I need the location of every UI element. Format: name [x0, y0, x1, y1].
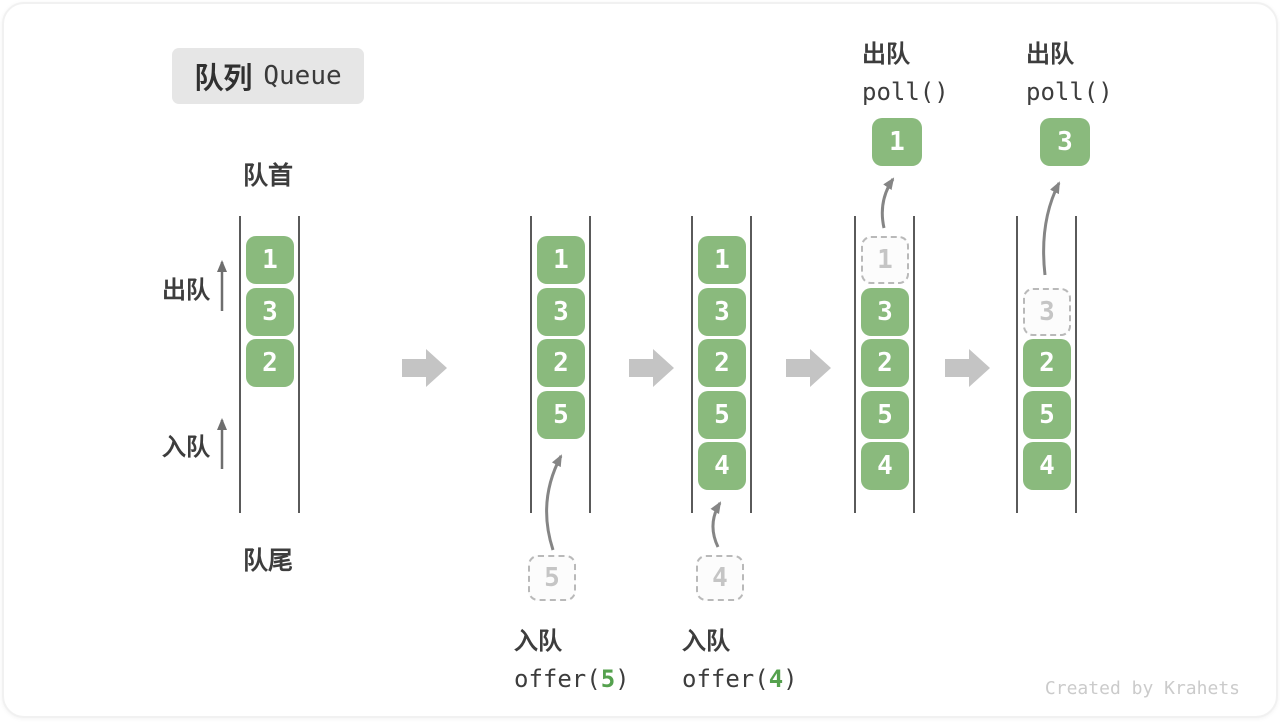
code-pre: offer( [682, 665, 769, 693]
queue-cell: 4 [1023, 442, 1071, 490]
polled-element-1: 1 [872, 118, 922, 166]
queue-cell-ghost: 1 [861, 236, 909, 284]
block-arrow-4 [945, 349, 990, 387]
queue-cell: 1 [537, 236, 585, 284]
diagram-title: 队列 Queue [172, 48, 364, 104]
staged-element-4: 4 [696, 555, 744, 601]
queue-cell: 4 [861, 442, 909, 490]
code-post: ) [615, 665, 630, 693]
dequeue-op-1: 出队 poll() [862, 34, 949, 106]
block-arrow-1 [402, 349, 447, 387]
queue-cell: 5 [537, 390, 585, 439]
dequeue-op-2: 出队 poll() [1026, 34, 1113, 106]
side-enqueue-label: 入队 [162, 433, 210, 461]
enqueue-op-1-label: 入队 [514, 627, 562, 655]
queue-cell: 5 [1023, 390, 1071, 439]
watermark: Created by Krahets [1044, 678, 1240, 699]
enqueue-op-2-code: offer(4) [682, 665, 798, 693]
dequeue-op-2-code: poll() [1026, 78, 1113, 106]
block-arrow-2 [629, 349, 674, 387]
dequeue-op-1-code: poll() [862, 78, 949, 106]
code-arg: 5 [600, 665, 616, 693]
enqueue-op-1-code: offer(5) [514, 665, 630, 693]
enqueue-op-2: 入队 offer(4) [682, 621, 798, 693]
queue-cell-ghost: 3 [1023, 287, 1071, 336]
queue-cell: 2 [698, 339, 746, 387]
queue-cell: 3 [246, 287, 294, 336]
queue-cell: 5 [698, 390, 746, 439]
dequeue-op-2-label: 出队 [1026, 40, 1074, 68]
queue-cell: 2 [861, 339, 909, 387]
queue-cell: 4 [698, 442, 746, 490]
polled-element-3: 3 [1040, 118, 1090, 166]
queue-cell: 2 [246, 339, 294, 387]
queue-cell: 1 [698, 236, 746, 284]
side-dequeue-label: 出队 [162, 276, 210, 304]
queue-rear-label: 队尾 [242, 546, 293, 575]
queue-cell: 3 [537, 287, 585, 336]
queue-cell: 2 [537, 339, 585, 387]
queue-front-label: 队首 [242, 161, 293, 190]
enqueue-op-1: 入队 offer(5) [514, 621, 630, 693]
staged-element-5: 5 [528, 555, 576, 601]
queue-cell: 3 [861, 287, 909, 336]
arrows-overlay [217, 177, 1061, 551]
code-post: ) [783, 665, 798, 693]
code-arg: 4 [768, 665, 784, 693]
queue-cell: 5 [861, 390, 909, 439]
queue-cell: 2 [1023, 339, 1071, 387]
queue-cell: 1 [246, 236, 294, 284]
title-en: Queue [263, 61, 342, 91]
block-arrow-3 [786, 349, 831, 387]
dequeue-op-1-label: 出队 [862, 40, 910, 68]
enqueue-op-2-label: 入队 [682, 627, 730, 655]
queue-cell: 3 [698, 287, 746, 336]
title-zh: 队列 [194, 61, 253, 95]
code-pre: offer( [514, 665, 601, 693]
